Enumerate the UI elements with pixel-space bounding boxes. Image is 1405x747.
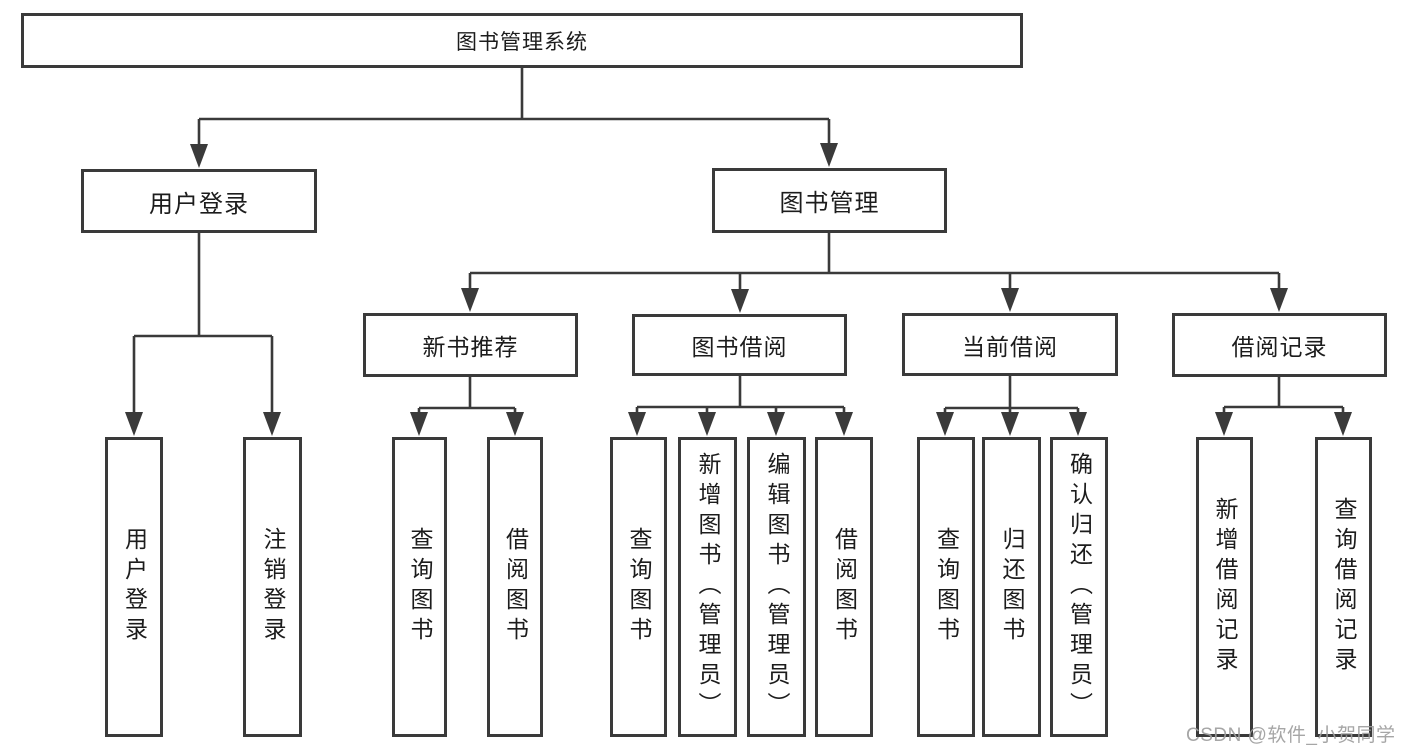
node-label: 新增图书（管理员）: [695, 452, 721, 722]
node-label: 用户登录: [121, 527, 148, 647]
arrowhead-icon: [1001, 412, 1019, 436]
watermark: CSDN @软件_小贺同学: [1186, 725, 1396, 746]
node-label: 编辑图书（管理员）: [764, 452, 790, 722]
leaf-edit-books-admin: 编辑图书（管理员）: [747, 437, 806, 737]
leaf-borrow-books-2: 借阅图书: [815, 437, 873, 737]
node-label: 归还图书: [999, 527, 1025, 647]
node-label: 借阅记录: [1231, 334, 1328, 360]
arrowhead-icon: [506, 412, 524, 436]
leaf-query-books-2: 查询图书: [610, 437, 667, 737]
arrowheads: [125, 143, 1352, 436]
tree-edges: [132, 68, 1345, 416]
node-label: 查询图书: [933, 527, 960, 647]
leaf-add-books-admin: 新增图书（管理员）: [678, 437, 737, 737]
arrowhead-icon: [1069, 412, 1087, 436]
arrowhead-icon: [731, 289, 749, 313]
edge-borrowing-records-to-leaves: [1222, 377, 1345, 416]
arrowhead-icon: [125, 412, 143, 436]
node-label: 查询图书: [626, 527, 652, 647]
arrowhead-icon: [698, 412, 716, 436]
node-label: 当前借阅: [962, 333, 1058, 360]
arrowhead-icon: [410, 412, 428, 436]
leaf-confirm-return-admin: 确认归还（管理员）: [1050, 437, 1108, 737]
arrowhead-icon: [835, 412, 853, 436]
node-book-borrowing: 图书借阅: [632, 314, 847, 376]
node-label: 新书推荐: [422, 334, 519, 360]
node-library-management-system: 图书管理系统: [21, 13, 1023, 68]
node-borrowing-records: 借阅记录: [1172, 313, 1387, 377]
arrowhead-icon: [1001, 288, 1019, 312]
node-label: 查询图书: [407, 527, 433, 647]
arrowhead-icon: [1334, 412, 1352, 436]
edge-root-to-level2: [197, 68, 831, 147]
node-current-borrowing: 当前借阅: [902, 313, 1118, 376]
arrowhead-icon: [263, 412, 281, 436]
edge-user-login-to-leaves: [132, 233, 274, 415]
edge-book-borrowing-to-leaves: [635, 376, 846, 416]
arrowhead-icon: [461, 288, 479, 312]
leaf-query-books-1: 查询图书: [392, 437, 447, 737]
node-label: 确认归还（管理员）: [1066, 452, 1093, 722]
arrowhead-icon: [1215, 412, 1233, 436]
leaf-return-books: 归还图书: [982, 437, 1041, 737]
node-book-management: 图书管理: [712, 168, 947, 233]
leaf-logout: 注销登录: [243, 437, 302, 737]
node-label: 新增借阅记录: [1212, 497, 1238, 677]
leaf-add-borrow-record: 新增借阅记录: [1196, 437, 1253, 737]
edge-new-book-recommend-to-leaves: [417, 377, 517, 416]
edge-book-management-to-level3: [468, 233, 1281, 291]
node-user-login: 用户登录: [81, 169, 317, 233]
node-label: 借阅图书: [831, 527, 858, 647]
leaf-query-borrow-record: 查询借阅记录: [1315, 437, 1372, 737]
arrowhead-icon: [767, 412, 785, 436]
node-label: 用户登录: [149, 190, 249, 218]
node-label: 图书管理: [779, 190, 880, 217]
leaf-query-books-3: 查询图书: [917, 437, 975, 737]
node-label: 图书借阅: [691, 334, 788, 360]
node-label: 借阅图书: [502, 527, 529, 647]
arrowhead-icon: [190, 144, 208, 168]
leaf-borrow-books-1: 借阅图书: [487, 437, 543, 737]
arrowhead-icon: [820, 143, 838, 167]
arrowhead-icon: [1270, 288, 1288, 312]
arrowhead-icon: [936, 412, 954, 436]
node-label: 注销登录: [260, 527, 286, 647]
arrowhead-icon: [628, 412, 646, 436]
leaf-user-login: 用户登录: [105, 437, 163, 737]
node-label: 查询借阅记录: [1331, 497, 1357, 677]
node-label: 图书管理系统: [456, 30, 588, 54]
edge-current-borrowing-to-leaves: [943, 376, 1080, 416]
node-new-book-recommend: 新书推荐: [363, 313, 578, 377]
